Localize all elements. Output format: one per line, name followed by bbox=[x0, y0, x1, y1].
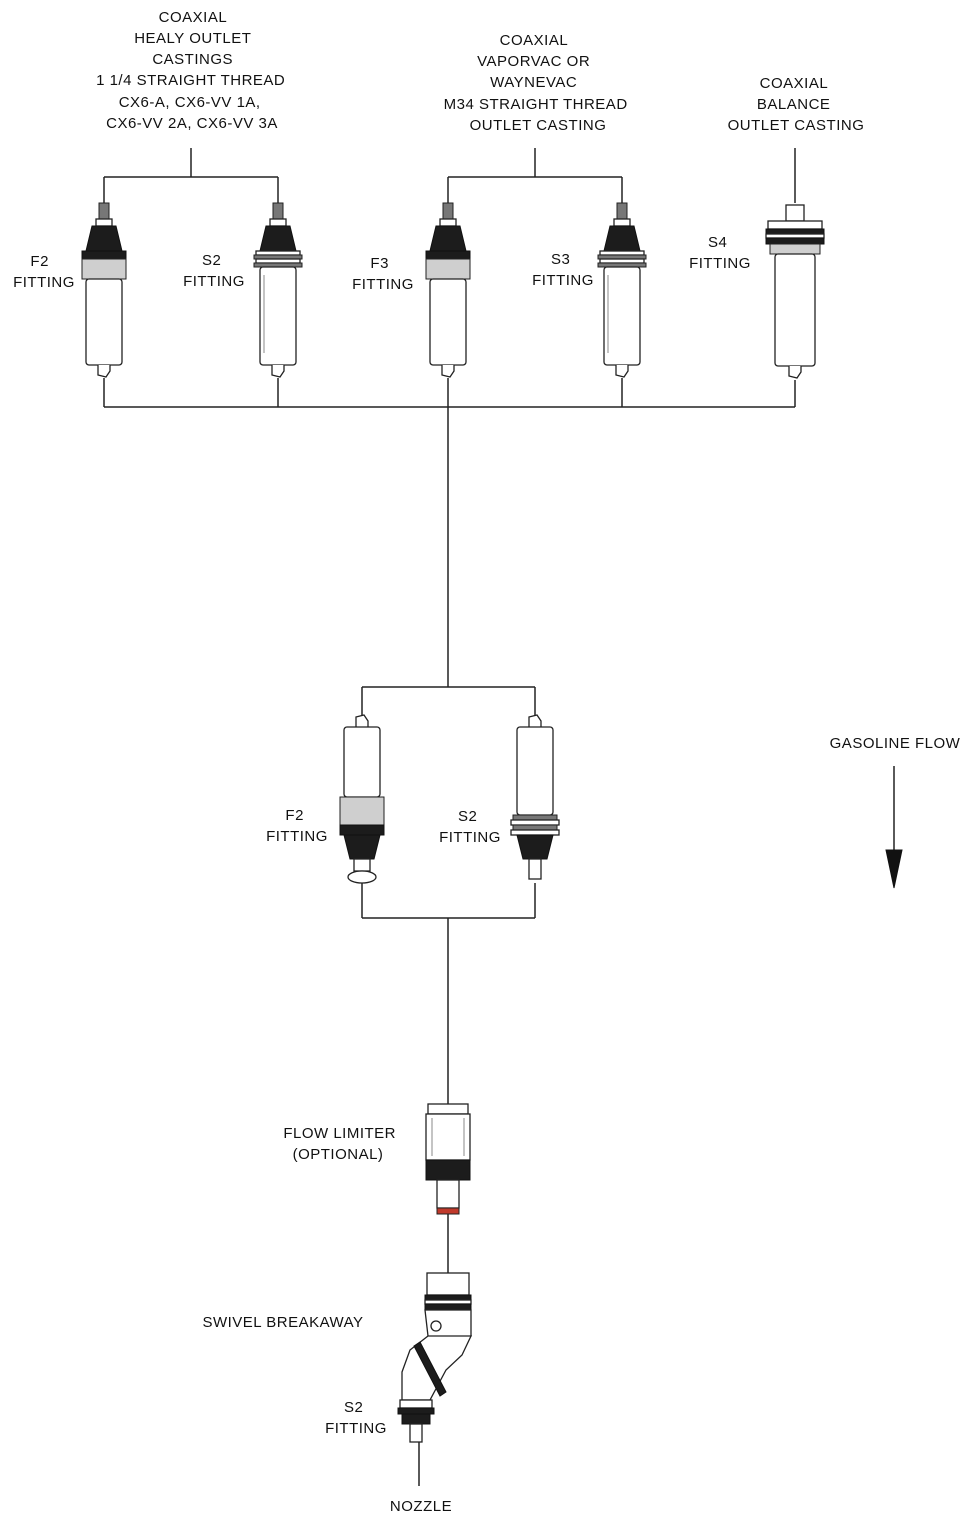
swivel-breakaway-icon bbox=[397, 1272, 473, 1443]
vaporvac-line: M34 STRAIGHT THREAD bbox=[444, 96, 628, 113]
top-s2-fitting-icon bbox=[253, 202, 303, 378]
label-line: F3 bbox=[370, 255, 389, 272]
vaporvac-line: OUTLET CASTING bbox=[470, 117, 607, 134]
flow-arrow-icon bbox=[885, 766, 903, 889]
nozzle-label: NOZZLE bbox=[390, 1498, 452, 1515]
healy-line: CX6-VV 2A, CX6-VV 3A bbox=[106, 115, 278, 132]
healy-line: COAXIAL bbox=[159, 9, 227, 26]
healy-line: HEALY OUTLET bbox=[134, 30, 251, 47]
label-line: S4 bbox=[708, 234, 727, 251]
top-s3-fitting-icon bbox=[597, 202, 647, 378]
label-line: FLOW LIMITER bbox=[283, 1125, 396, 1142]
mid-f2-fitting-icon bbox=[339, 714, 385, 884]
gasoline-flow-label: GASOLINE FLOW bbox=[830, 735, 961, 752]
label-line: FITTING bbox=[325, 1420, 387, 1437]
mid-s2-label: S2 FITTING bbox=[439, 808, 501, 846]
vaporvac-line: COAXIAL bbox=[500, 32, 568, 49]
top-s3-label: S3 FITTING bbox=[532, 251, 594, 289]
label-line: FITTING bbox=[689, 255, 751, 272]
label-line: (OPTIONAL) bbox=[293, 1146, 384, 1163]
top-s2-label: S2 FITTING bbox=[183, 252, 245, 290]
label-line: FITTING bbox=[352, 276, 414, 293]
bottom-s2-label: S2 FITTING bbox=[325, 1399, 387, 1437]
top-f2-fitting-icon bbox=[81, 202, 127, 378]
balance-line: OUTLET CASTING bbox=[728, 117, 865, 134]
balance-outlet-label: COAXIAL BALANCE OUTLET CASTING bbox=[728, 75, 865, 134]
label-line: FITTING bbox=[183, 273, 245, 290]
mid-s2-fitting-icon bbox=[510, 714, 560, 880]
top-s4-fitting-icon bbox=[765, 204, 825, 379]
label-line: F2 bbox=[285, 807, 304, 824]
label-line: S2 bbox=[458, 808, 477, 825]
label-line: FITTING bbox=[13, 274, 75, 291]
swivel-breakaway-label: SWIVEL BREAKAWAY bbox=[202, 1314, 363, 1331]
flow-limiter-label: FLOW LIMITER (OPTIONAL) bbox=[283, 1125, 400, 1163]
flow-limiter-icon bbox=[425, 1103, 471, 1215]
vaporvac-line: WAYNEVAC bbox=[490, 74, 577, 91]
top-f2-label: F2 FITTING bbox=[13, 253, 75, 291]
vaporvac-outlet-label: COAXIAL VAPORVAC OR WAYNEVAC M34 STRAIGH… bbox=[444, 32, 633, 134]
mid-f2-label: F2 FITTING bbox=[266, 807, 328, 845]
healy-line: CASTINGS bbox=[152, 51, 233, 68]
label-line: F2 bbox=[30, 253, 49, 270]
label-line: FITTING bbox=[532, 272, 594, 289]
top-s4-label: S4 FITTING bbox=[689, 234, 751, 272]
vaporvac-line: VAPORVAC OR bbox=[477, 53, 590, 70]
label-line: FITTING bbox=[266, 828, 328, 845]
label-line: S2 bbox=[344, 1399, 363, 1416]
label-line: S3 bbox=[551, 251, 570, 268]
balance-line: BALANCE bbox=[757, 96, 831, 113]
label-line: S2 bbox=[202, 252, 221, 269]
healy-line: 1 1/4 STRAIGHT THREAD bbox=[96, 72, 285, 89]
balance-line: COAXIAL bbox=[760, 75, 828, 92]
healy-outlet-label: COAXIAL HEALY OUTLET CASTINGS 1 1/4 STRA… bbox=[96, 9, 290, 132]
top-f3-label: F3 FITTING bbox=[352, 255, 414, 293]
top-f3-fitting-icon bbox=[425, 202, 471, 378]
healy-line: CX6-A, CX6-VV 1A, bbox=[119, 94, 261, 111]
label-line: FITTING bbox=[439, 829, 501, 846]
